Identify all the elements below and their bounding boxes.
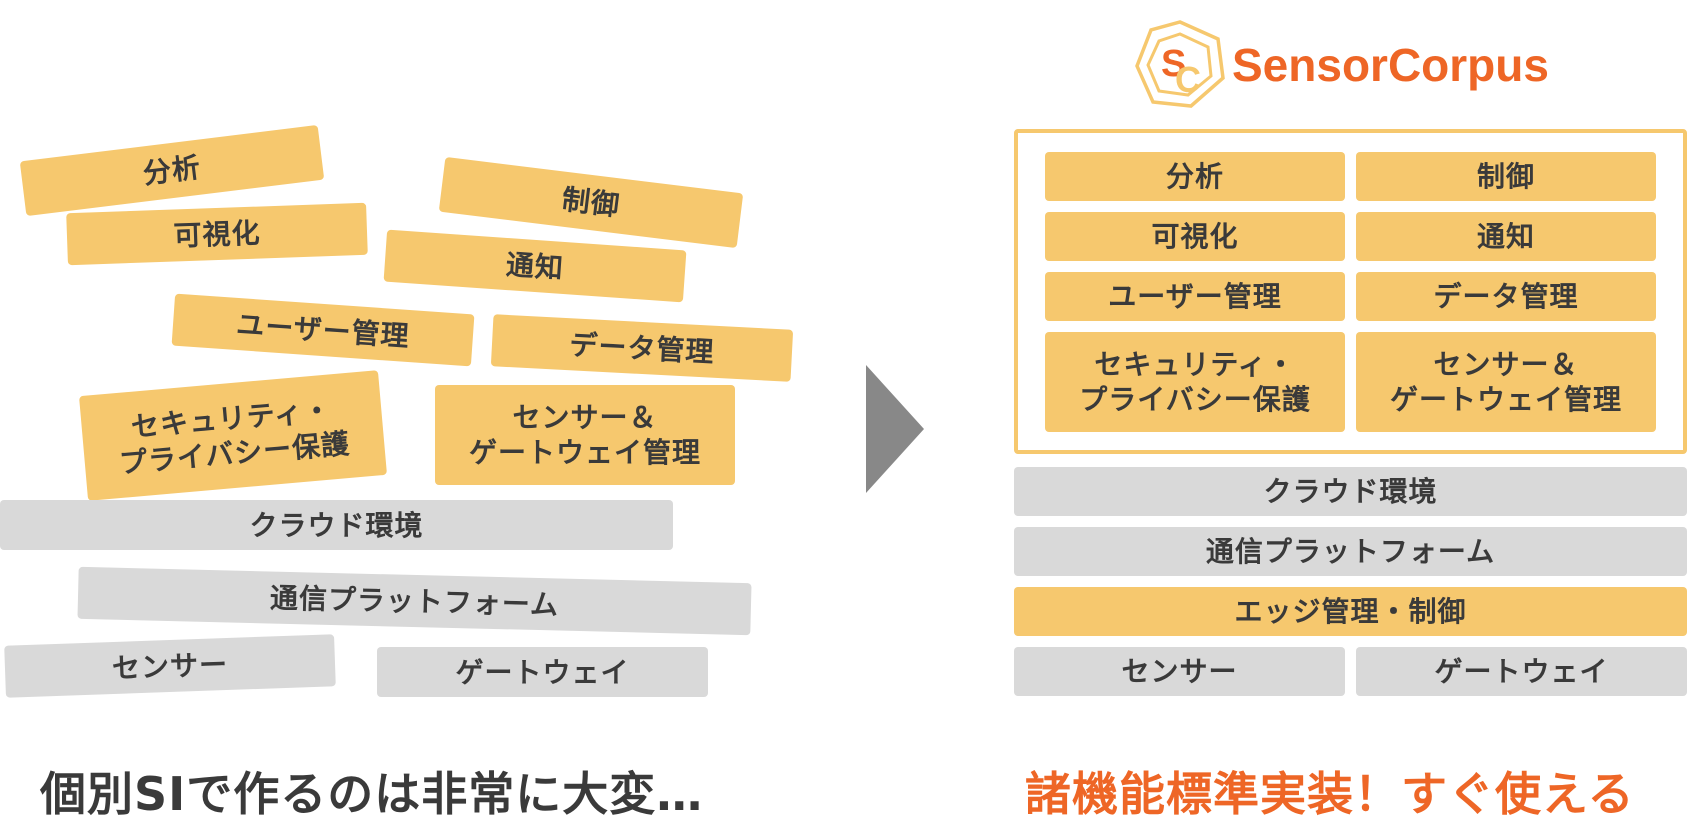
left-block-security: セキュリティ・ プライバシー保護 — [78, 370, 388, 501]
left-block-gateway: ゲートウェイ — [377, 647, 708, 697]
right-block-control: 制御 — [1356, 152, 1656, 201]
svg-text:S: S — [1161, 43, 1186, 85]
sensorcorpus-logo-icon: S C — [1135, 20, 1225, 108]
left-block-cloud: クラウド環境 — [0, 500, 673, 550]
left-caption: 個別SIで作るのは非常に大変… — [40, 767, 704, 821]
right-block-sensor-gw-mgmt: センサー＆ ゲートウェイ管理 — [1356, 332, 1656, 432]
right-block-edge-mgmt: エッジ管理・制御 — [1014, 587, 1687, 636]
left-block-control: 制御 — [438, 156, 744, 249]
logo-wordmark: SensorCorpus — [1232, 39, 1549, 91]
left-block-comm-platform: 通信プラットフォーム — [77, 566, 752, 636]
left-block-user-mgmt: ユーザー管理 — [171, 293, 475, 367]
right-block-data-mgmt: データ管理 — [1356, 272, 1656, 321]
integrated-function-frame — [1014, 129, 1687, 454]
right-block-sensor: センサー — [1014, 647, 1345, 696]
left-block-sensor-gw-mgmt: センサー＆ ゲートウェイ管理 — [435, 385, 735, 485]
right-block-security: セキュリティ・ プライバシー保護 — [1045, 332, 1345, 432]
right-block-comm-platform: 通信プラットフォーム — [1014, 527, 1687, 576]
right-block-cloud: クラウド環境 — [1014, 467, 1687, 516]
left-block-visualization: 可視化 — [66, 202, 368, 266]
left-block-sensor: センサー — [4, 634, 336, 698]
left-block-analysis: 分析 — [19, 124, 325, 217]
left-block-data-mgmt: データ管理 — [490, 314, 794, 382]
right-block-user-mgmt: ユーザー管理 — [1045, 272, 1345, 321]
right-block-visualization: 可視化 — [1045, 212, 1345, 261]
svg-text:C: C — [1175, 59, 1201, 100]
right-triangle-icon — [866, 365, 924, 493]
right-block-gateway: ゲートウェイ — [1356, 647, 1687, 696]
left-block-notification: 通知 — [383, 229, 687, 303]
right-block-notification: 通知 — [1356, 212, 1656, 261]
right-caption: 諸機能標準実装！すぐ使える — [1025, 767, 1635, 821]
right-block-analysis: 分析 — [1045, 152, 1345, 201]
